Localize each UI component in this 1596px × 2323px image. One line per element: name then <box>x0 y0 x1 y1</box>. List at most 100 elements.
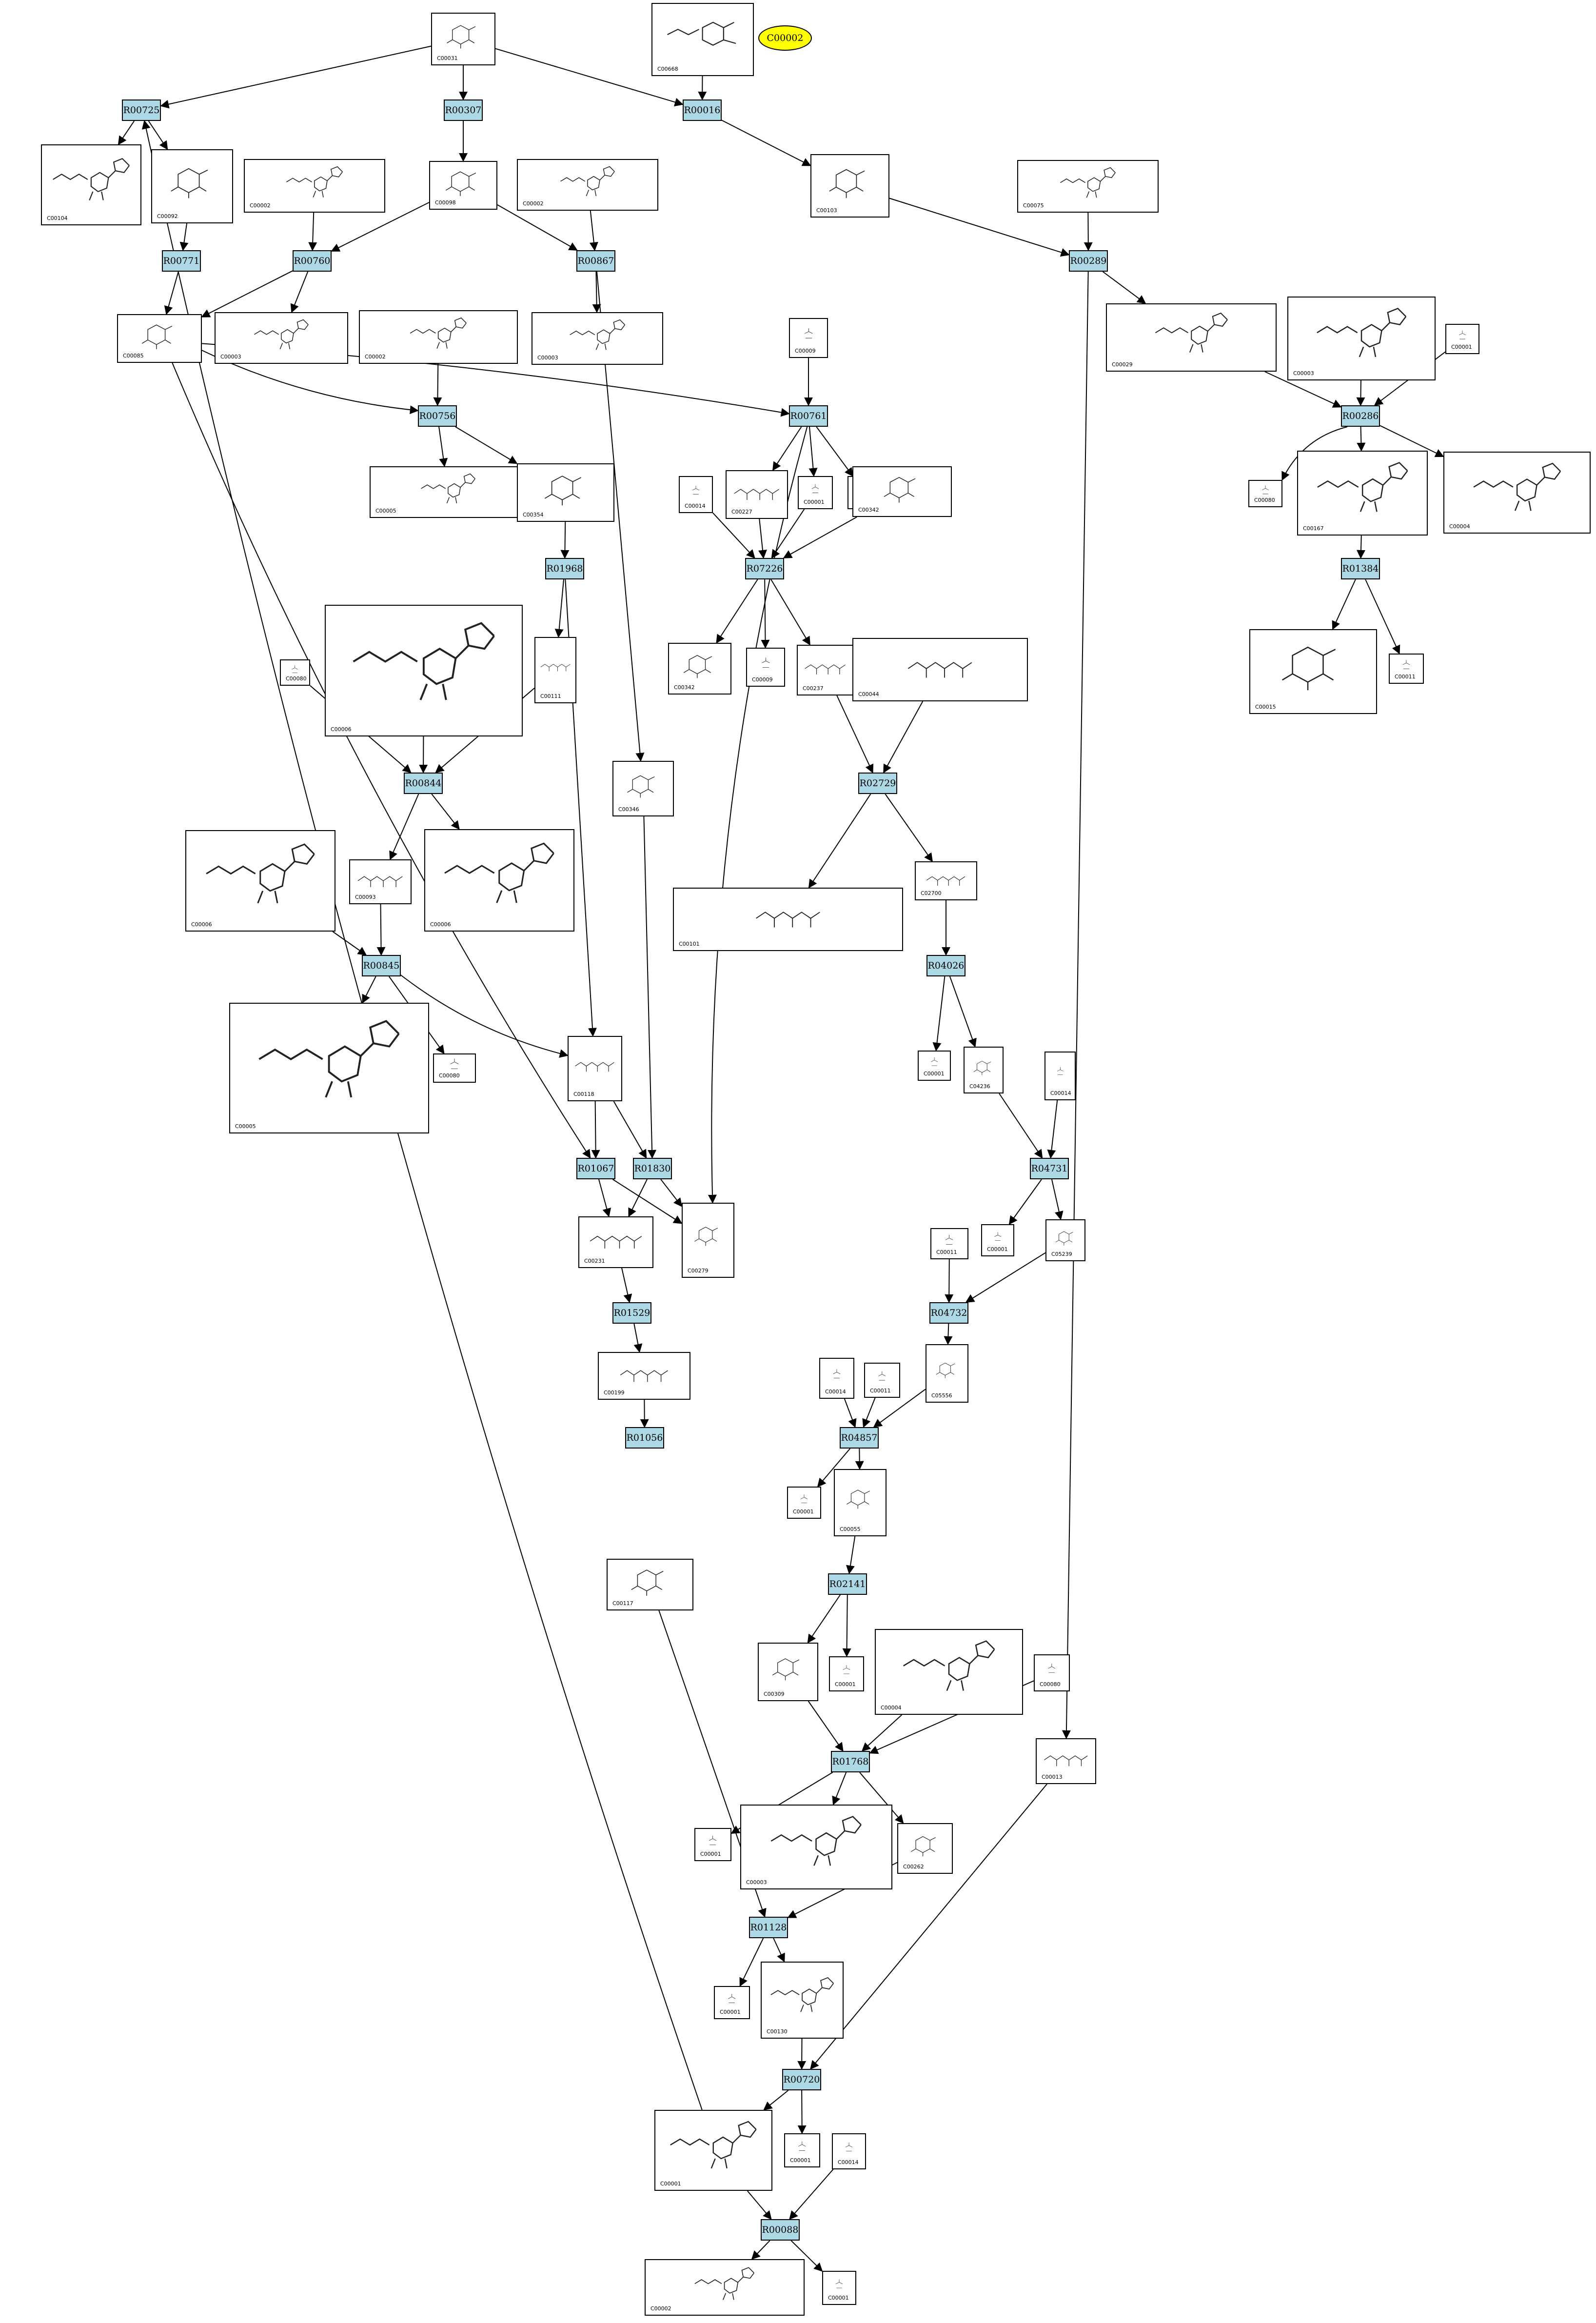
compound-node[interactable]: C00013 <box>1036 1738 1096 1784</box>
compound-node[interactable]: C00011 <box>864 1363 900 1398</box>
compound-node[interactable]: C00092 <box>151 149 233 223</box>
compound-node[interactable]: C00342 <box>852 466 952 517</box>
compound-node[interactable]: C00167 <box>1297 451 1428 536</box>
compound-node[interactable]: C00005 <box>229 1003 429 1133</box>
compound-node[interactable]: C00001 <box>822 2271 856 2305</box>
compound-node[interactable]: C00001 <box>798 476 833 509</box>
reaction-node[interactable]: R00867 <box>576 250 615 272</box>
reaction-node[interactable]: R00289 <box>1069 250 1108 272</box>
reaction-node[interactable]: R00016 <box>683 99 722 121</box>
compound-node[interactable]: C00101 <box>673 888 903 951</box>
compound-node[interactable]: C00014 <box>679 476 713 513</box>
compound-node[interactable]: C00262 <box>897 1823 953 1874</box>
compound-node[interactable]: C00009 <box>746 648 785 687</box>
reaction-node[interactable]: R00771 <box>162 250 201 272</box>
compound-node[interactable]: C00104 <box>41 144 141 225</box>
compound-node[interactable]: C00003 <box>740 1805 892 1889</box>
compound-node[interactable]: C00001 <box>1445 324 1479 354</box>
reaction-node[interactable]: R07226 <box>745 558 784 579</box>
compound-node[interactable]: C00118 <box>568 1036 622 1101</box>
compound-node[interactable]: C00005 <box>370 466 527 518</box>
compound-node[interactable]: C00098 <box>429 161 497 210</box>
compound-node[interactable]: C00014 <box>832 2133 866 2169</box>
compound-node[interactable]: C00003 <box>1287 297 1436 380</box>
reaction-node[interactable]: R01128 <box>749 1917 788 1938</box>
compound-node[interactable]: C00093 <box>349 859 412 904</box>
compound-node[interactable]: C00006 <box>185 830 335 932</box>
reaction-node[interactable]: R00088 <box>761 2219 800 2241</box>
compound-node[interactable]: C00001 <box>787 1487 821 1519</box>
compound-node[interactable]: C00001 <box>714 1986 750 2019</box>
compound-node[interactable]: C00080 <box>433 1053 476 1083</box>
compound-node[interactable]: C00227 <box>726 470 788 519</box>
compound-node[interactable]: C00044 <box>852 638 1028 701</box>
reaction-node[interactable]: R04026 <box>926 955 965 976</box>
reaction-node[interactable]: R02141 <box>828 1573 867 1595</box>
reaction-node[interactable]: R00725 <box>122 99 161 121</box>
reaction-node[interactable]: R01529 <box>612 1302 651 1324</box>
compound-node[interactable]: C05239 <box>1045 1219 1085 1261</box>
reaction-node[interactable]: R00761 <box>789 405 828 427</box>
compound-node[interactable]: C00001 <box>981 1224 1014 1256</box>
compound-node[interactable]: C00668 <box>651 3 754 76</box>
compound-node[interactable]: C00001 <box>654 2110 772 2191</box>
reaction-node[interactable]: R01067 <box>576 1158 615 1179</box>
reaction-node[interactable]: R01830 <box>633 1158 672 1179</box>
compound-node[interactable]: C00011 <box>1389 654 1424 684</box>
reaction-node[interactable]: R00307 <box>444 99 483 121</box>
compound-node[interactable]: C00014 <box>1044 1052 1076 1100</box>
compound-node[interactable]: C00009 <box>789 318 828 358</box>
reaction-node[interactable]: R04732 <box>929 1302 968 1324</box>
compound-node[interactable]: C00346 <box>612 761 674 816</box>
reaction-node[interactable]: R01384 <box>1341 558 1380 579</box>
compound-node[interactable]: C00354 <box>517 463 614 522</box>
compound-node[interactable]: C00075 <box>1017 160 1159 213</box>
compound-node[interactable]: C00001 <box>694 1828 731 1861</box>
compound-node[interactable]: C00015 <box>1249 629 1377 714</box>
compound-node[interactable]: C00231 <box>578 1216 653 1268</box>
compound-highlight-ellipse[interactable]: C00002 <box>758 25 812 51</box>
compound-node[interactable]: C00085 <box>117 314 202 363</box>
compound-node[interactable]: C00237 <box>797 645 853 695</box>
compound-node[interactable]: C00014 <box>819 1358 854 1399</box>
reaction-node[interactable]: R00845 <box>362 955 401 976</box>
compound-node[interactable]: C00130 <box>761 1962 844 2039</box>
reaction-node[interactable]: R01056 <box>625 1427 664 1449</box>
compound-node[interactable]: C00031 <box>431 13 495 65</box>
compound-node[interactable]: C00004 <box>875 1629 1023 1715</box>
compound-node[interactable]: C04236 <box>964 1047 1004 1093</box>
compound-node[interactable]: C00006 <box>424 829 574 932</box>
reaction-node[interactable]: R00286 <box>1341 405 1380 427</box>
compound-node[interactable]: C00006 <box>325 605 523 736</box>
compound-node[interactable]: C00003 <box>215 312 348 364</box>
reaction-node[interactable]: R00720 <box>782 2069 821 2090</box>
reaction-node[interactable]: R02729 <box>858 773 897 794</box>
reaction-node[interactable]: R04731 <box>1030 1158 1069 1179</box>
compound-node[interactable]: C00279 <box>682 1203 734 1278</box>
reaction-node[interactable]: R00756 <box>418 405 457 427</box>
compound-node[interactable]: C00001 <box>784 2133 820 2167</box>
reaction-node[interactable]: R04857 <box>840 1427 879 1449</box>
compound-node[interactable]: C00002 <box>517 159 658 211</box>
compound-node[interactable]: C00342 <box>668 643 731 695</box>
compound-node[interactable]: C00055 <box>834 1469 887 1536</box>
compound-node[interactable]: C00111 <box>534 637 576 703</box>
compound-node[interactable]: C00309 <box>758 1643 818 1701</box>
compound-node[interactable]: C00003 <box>532 312 663 365</box>
compound-node[interactable]: C00080 <box>1248 480 1282 507</box>
reaction-node[interactable]: R00760 <box>293 250 332 272</box>
compound-node[interactable]: C00001 <box>918 1051 951 1081</box>
compound-node[interactable]: C00004 <box>1443 452 1591 534</box>
compound-node[interactable]: C00199 <box>598 1352 690 1400</box>
reaction-node[interactable]: R01968 <box>545 558 584 579</box>
compound-node[interactable]: C00080 <box>280 659 310 686</box>
compound-node[interactable]: C00002 <box>244 159 385 213</box>
compound-node[interactable]: C00080 <box>1034 1654 1070 1691</box>
reaction-node[interactable]: R00844 <box>404 773 443 794</box>
reaction-node[interactable]: R01768 <box>831 1751 870 1772</box>
compound-node[interactable]: C00002 <box>645 2259 805 2316</box>
compound-node[interactable]: C05556 <box>926 1344 968 1403</box>
compound-node[interactable]: C00011 <box>930 1228 968 1259</box>
compound-node[interactable]: C00002 <box>359 310 518 364</box>
compound-node[interactable]: C00029 <box>1106 303 1277 372</box>
